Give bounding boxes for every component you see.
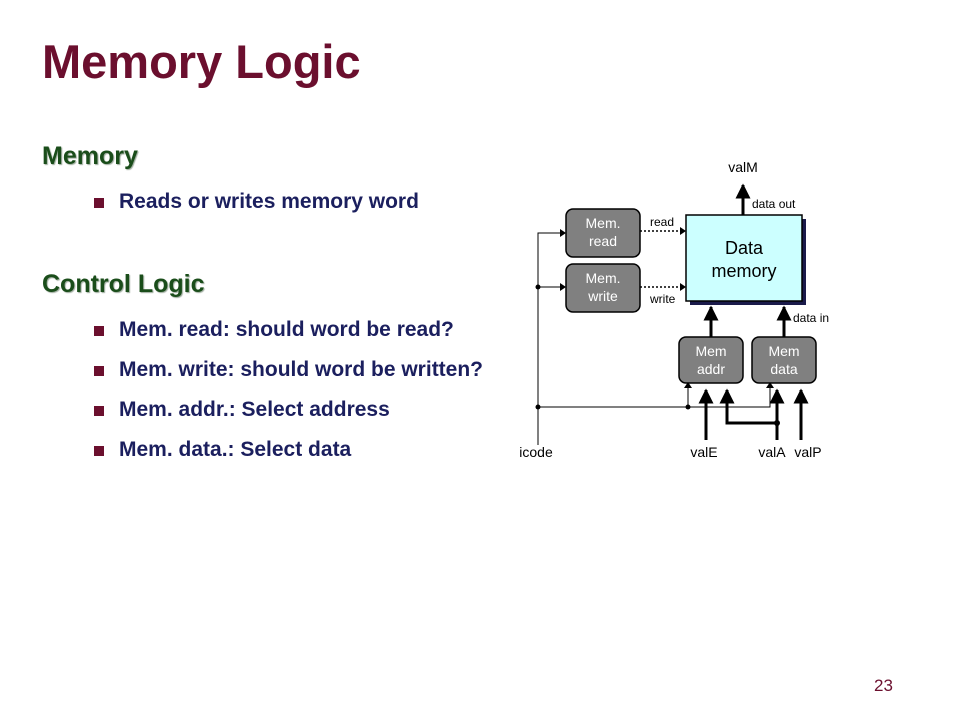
arrowhead bbox=[560, 229, 566, 237]
data-in-label: data in bbox=[793, 311, 829, 325]
bullet-text: Mem. write: should word be written? bbox=[119, 358, 484, 381]
mem-read-label-2: read bbox=[589, 233, 617, 249]
junction-dot bbox=[774, 420, 780, 426]
bullet-text: Mem. addr.: Select address bbox=[119, 398, 390, 421]
control-dotted-lines bbox=[640, 230, 680, 288]
mem-addr-label-2: addr bbox=[697, 361, 725, 377]
square-bullet-icon bbox=[94, 406, 104, 416]
memory-bullet-list: Reads or writes memory word bbox=[94, 186, 484, 226]
section-heading-control-logic: Control Logic bbox=[42, 270, 205, 298]
arrowhead bbox=[766, 382, 774, 388]
valm-label: valM bbox=[728, 159, 758, 175]
junction-dot bbox=[535, 284, 541, 290]
bullet-item: Mem. addr.: Select address bbox=[94, 394, 484, 426]
bullet-item: Mem. read: should word be read? bbox=[94, 314, 484, 346]
data-out-label: data out bbox=[752, 197, 796, 211]
mem-addr-label-1: Mem bbox=[695, 343, 726, 359]
arrowhead bbox=[684, 382, 692, 388]
bullet-text: Mem. data.: Select data bbox=[119, 438, 352, 461]
square-bullet-icon bbox=[94, 198, 104, 208]
write-signal-label: write bbox=[649, 292, 676, 306]
vale-label: valE bbox=[690, 444, 717, 460]
icode-label: icode bbox=[519, 444, 553, 460]
page-number: 23 bbox=[874, 676, 893, 695]
mem-addr-block: Mem addr bbox=[678, 336, 744, 384]
bullet-text: Reads or writes memory word bbox=[119, 190, 419, 213]
arrowhead bbox=[680, 227, 686, 235]
data-memory-label-2: memory bbox=[711, 261, 776, 281]
data-memory-block: Data memory bbox=[685, 214, 806, 305]
data-memory-label-1: Data bbox=[725, 238, 764, 258]
mem-data-label-2: data bbox=[770, 361, 797, 377]
square-bullet-icon bbox=[94, 446, 104, 456]
mem-data-label-1: Mem bbox=[768, 343, 799, 359]
mem-read-label-1: Mem. bbox=[586, 215, 621, 231]
bullet-item: Mem. data.: Select data bbox=[94, 434, 484, 466]
mem-read-block: Mem. read bbox=[565, 208, 641, 258]
mem-write-block: Mem. write bbox=[565, 263, 641, 313]
bullet-item: Reads or writes memory word bbox=[94, 186, 484, 218]
arrowhead bbox=[560, 283, 566, 291]
mem-write-label-2: write bbox=[587, 288, 618, 304]
bullet-text: Mem. read: should word be read? bbox=[119, 318, 454, 341]
bullet-item: Mem. write: should word be written? bbox=[94, 354, 484, 386]
vala-label: valA bbox=[758, 444, 786, 460]
junction-dot bbox=[535, 404, 541, 410]
valp-label: valP bbox=[794, 444, 821, 460]
control-logic-bullet-list: Mem. read: should word be read? Mem. wri… bbox=[94, 314, 484, 474]
slide-title: Memory Logic bbox=[42, 35, 361, 88]
mem-data-block: Mem data bbox=[751, 336, 817, 384]
square-bullet-icon bbox=[94, 326, 104, 336]
mem-write-label-1: Mem. bbox=[586, 270, 621, 286]
input-buses bbox=[698, 388, 809, 440]
square-bullet-icon bbox=[94, 366, 104, 376]
memory-logic-diagram: Mem. read Mem. write read write Data mem… bbox=[519, 159, 829, 460]
read-signal-label: read bbox=[650, 215, 674, 229]
arrowhead bbox=[680, 283, 686, 291]
section-heading-memory: Memory bbox=[42, 142, 138, 170]
junction-dot bbox=[685, 404, 691, 410]
